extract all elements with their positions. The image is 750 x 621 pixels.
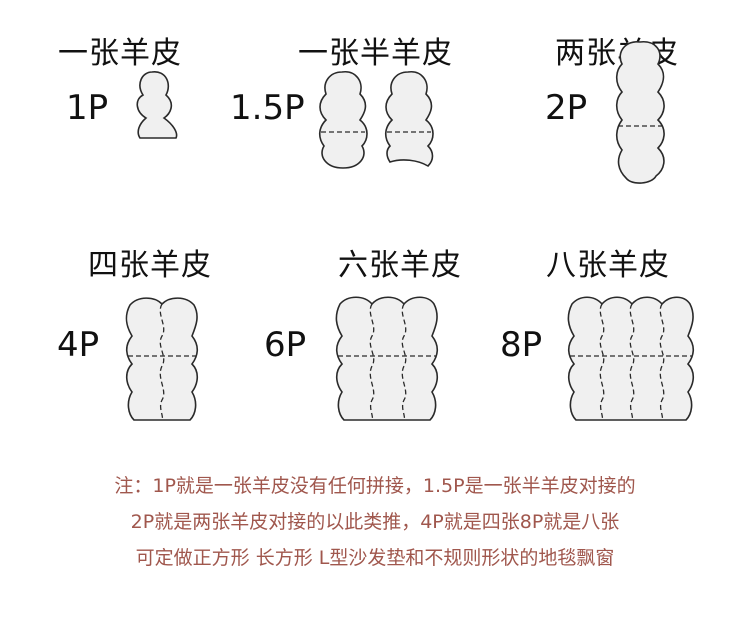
note-line-2: 2P就是两张羊皮对接的以此类推，4P就是四张8P就是八张 <box>0 507 750 534</box>
pelt-2p <box>617 42 664 183</box>
note-line-3: 可定做正方形 长方形 L型沙发垫和不规则形状的地毯飘窗 <box>0 543 750 570</box>
pelt-1-5p-right <box>386 72 433 166</box>
pelt-1-5p-left <box>320 72 367 168</box>
pelt-1p <box>137 72 176 138</box>
pelt-6p <box>336 297 437 420</box>
note-line-1: 注：1P就是一张羊皮没有任何拼接，1.5P是一张半羊皮对接的 <box>0 471 750 498</box>
